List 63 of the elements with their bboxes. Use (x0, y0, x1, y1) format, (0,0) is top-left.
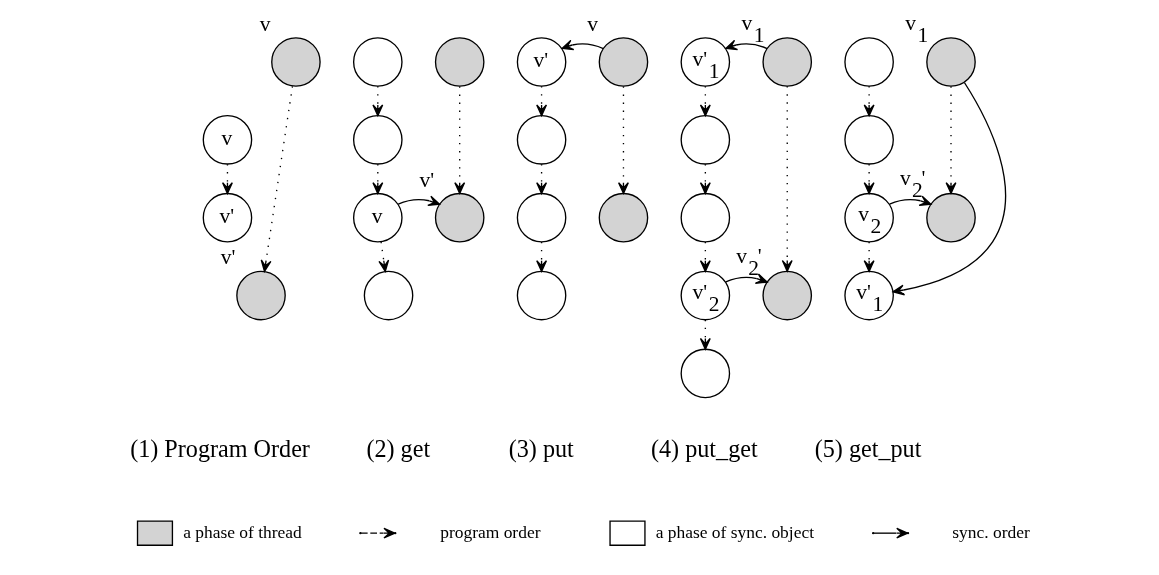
arrow (888, 195, 932, 207)
node-circle (762, 270, 813, 321)
node-circle (680, 348, 731, 399)
node-circle (762, 37, 813, 87)
label: (4) put_get (650, 435, 758, 463)
node-circle: v' (516, 37, 567, 87)
arrow (945, 85, 957, 195)
node-circle (926, 192, 976, 243)
node-circle (434, 192, 485, 243)
node-circle (680, 192, 731, 243)
node-circle (680, 115, 731, 165)
arrow (397, 195, 441, 207)
node-circle (363, 270, 414, 321)
node-label: v' (220, 245, 236, 270)
node-circle (926, 37, 976, 87)
node-circle (598, 37, 649, 87)
node-circle (598, 192, 649, 243)
label: (1) Program Order (130, 435, 310, 463)
node-circle: v' (202, 192, 253, 243)
node-circle (236, 270, 286, 321)
label: (2) get (366, 435, 431, 463)
arrow (699, 163, 711, 195)
arrow (781, 85, 793, 272)
node-circle: v (202, 115, 253, 165)
label: (5) get_put (814, 435, 922, 463)
arrow (699, 85, 711, 117)
arrow (372, 163, 384, 195)
arrow (725, 273, 768, 284)
arrow (863, 85, 875, 117)
arrow (892, 82, 1007, 296)
node-circle: v (352, 192, 403, 243)
legend-label: a phase of thread (183, 521, 302, 542)
arrow (221, 163, 233, 195)
node-circle (516, 192, 567, 243)
node-circle (516, 270, 567, 321)
arrow (378, 241, 390, 273)
node-circle (844, 37, 894, 87)
node-circle (271, 37, 321, 87)
label: (3) put (508, 435, 574, 463)
arrow (372, 85, 384, 117)
node-circle (516, 115, 567, 165)
arrow (536, 241, 548, 273)
arrow (863, 241, 875, 273)
arrow (260, 85, 294, 272)
arrow (699, 319, 711, 350)
legend-label: a phase of sync. object (655, 521, 815, 542)
arrow (536, 85, 548, 117)
node-label: v (259, 11, 271, 36)
arrow (561, 39, 604, 51)
legend-label: program order (440, 521, 541, 542)
arrow (617, 85, 629, 195)
node-label: v (587, 11, 598, 36)
node-circle (352, 37, 403, 87)
arrow (863, 163, 875, 195)
arrow (536, 163, 548, 195)
arrow (725, 39, 768, 51)
arrow (699, 241, 711, 273)
node-circle (352, 115, 403, 165)
node-circle (434, 37, 485, 87)
node-label: v' (419, 167, 435, 192)
legend-label: sync. order (952, 521, 1030, 542)
node-circle (844, 115, 894, 165)
arrow (454, 85, 466, 195)
